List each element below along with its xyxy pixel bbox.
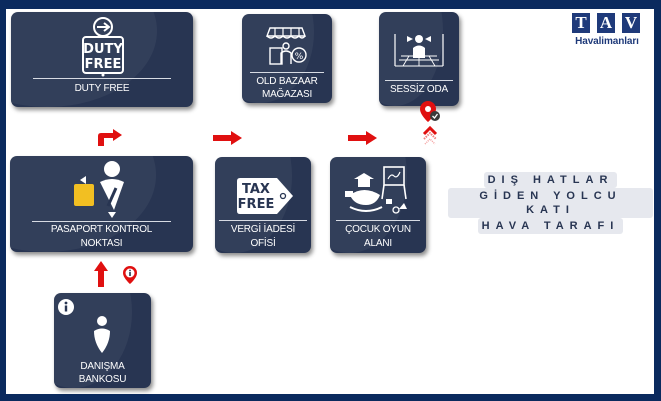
location-pin-check-icon — [420, 101, 440, 122]
duty-free-plane-icon: DUTY FREE — [82, 17, 124, 77]
danisma-label-2: BANKOSU — [78, 374, 127, 385]
up-arrow — [94, 261, 108, 287]
tile-pasaport-kontrol[interactable]: PASAPORT KONTROL NOKTASI — [10, 156, 193, 252]
floor-title-line-1: DIŞ HATLAR — [483, 172, 618, 188]
quiet-room-icon — [394, 34, 444, 67]
duty-free-label: DUTY FREE — [74, 83, 130, 94]
vergi-label-2: OFİSİ — [250, 238, 276, 249]
tax-free-icon-text-2: FREE — [238, 197, 275, 212]
old-bazaar-label-1: OLD BAZAAR — [256, 76, 318, 87]
svg-text:%: % — [295, 52, 304, 62]
chevron-up-icon — [422, 126, 438, 145]
playground-icon — [345, 166, 407, 214]
shop-discount-icon: % — [265, 27, 307, 65]
logo-subtitle: Havalimanları — [575, 36, 639, 47]
vergi-label-1: VERGİ İADESİ — [230, 224, 296, 235]
logo-letter-a: A — [597, 13, 615, 33]
logo-letter-t: T — [572, 13, 590, 33]
duty-free-icon-text-2: FREE — [85, 57, 122, 72]
cocuk-label-2: ALANI — [364, 238, 392, 249]
floor-title: DIŞ HATLAR GİDEN YOLCU KATI HAVA TARAFI — [448, 172, 653, 234]
floor-title-line-3: HAVA TARAFI — [477, 218, 624, 234]
tile-old-bazaar[interactable]: % OLD BAZAAR MAĞAZASI — [242, 14, 332, 103]
logo-letter-v: V — [622, 13, 640, 33]
tile-cocuk-oyun[interactable]: ÇOCUK OYUN ALANI — [330, 157, 426, 253]
location-pin-info-icon — [123, 266, 137, 284]
pasaport-label-2: NOKTASI — [80, 238, 123, 249]
duty-free-icon-text-1: DUTY — [83, 42, 123, 57]
sessiz-oda-label: SESSİZ ODA — [389, 84, 448, 95]
old-bazaar-label-2: MAĞAZASI — [261, 89, 313, 100]
passport-officer-icon — [74, 161, 124, 218]
tax-free-tag-icon: TAX FREE — [237, 178, 293, 214]
tile-danisma-bankosu[interactable]: DANIŞMA BANKOSU — [54, 293, 151, 388]
floor-title-line-2: GİDEN YOLCU KATI — [448, 188, 653, 218]
cocuk-label-1: ÇOCUK OYUN — [345, 224, 411, 235]
turn-right-arrow — [98, 129, 122, 146]
tile-duty-free[interactable]: DUTY FREE DUTY FREE — [11, 12, 193, 107]
tav-logo: T A V Havalimanları — [572, 13, 642, 49]
tile-vergi-iadesi[interactable]: TAX FREE VERGİ İADESİ OFİSİ — [215, 157, 311, 253]
danisma-label-1: DANIŞMA — [80, 361, 125, 372]
info-circle-icon — [58, 299, 74, 315]
information-person-icon — [94, 316, 110, 353]
tax-free-icon-text-1: TAX — [242, 182, 270, 197]
right-arrow-1 — [213, 131, 242, 145]
pasaport-label-1: PASAPORT KONTROL — [50, 224, 153, 235]
tile-sessiz-oda[interactable]: SESSİZ ODA — [379, 12, 459, 106]
right-arrow-2 — [348, 131, 377, 145]
